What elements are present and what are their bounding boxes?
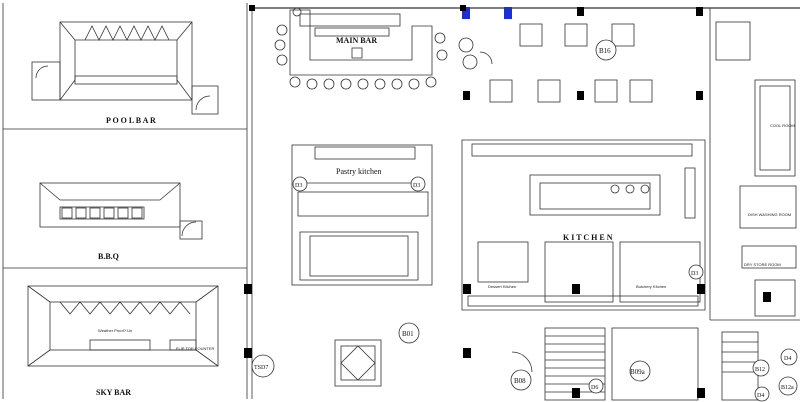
pastry-kitchen-outline: [291, 144, 433, 286]
dry-store-room-label: DRY STORE ROOM: [744, 262, 781, 267]
kitchen-outline: [461, 139, 706, 311]
pastry-kitchen-label: Pastry kitchen: [336, 167, 382, 176]
kitchen-label: K I T C H E N: [563, 233, 613, 242]
blue-window-markers: [462, 7, 512, 19]
tag-tsd7: TSD7: [254, 365, 268, 371]
bbq-drawing: [39, 182, 203, 240]
main-bar-label: MAIN BAR: [336, 36, 377, 45]
weather-proof-label: Weather Proof? Un: [98, 328, 132, 333]
flip-top-counter-label: FLIP TOP COUNTER: [176, 346, 214, 351]
sky-bar-drawing: [27, 285, 219, 367]
left-panel-dividers: [2, 3, 248, 399]
pool-bar-label: P O O L B A R: [106, 116, 156, 125]
butchery-kitchen-label: Butchery Kitchen: [636, 284, 666, 289]
tag-d4-top: D4: [784, 356, 791, 362]
tag-d3-left: D3: [295, 183, 302, 189]
planter: [334, 339, 382, 387]
tag-circles: [251, 39, 798, 402]
tag-b01: B01: [402, 330, 414, 338]
tag-b09a: B09a: [630, 368, 646, 376]
sky-bar-label: SKY BAR: [96, 388, 131, 397]
structural-columns: [244, 5, 771, 398]
tag-b12a: B12a: [781, 385, 794, 391]
cool-room-label: COOL ROOM: [770, 123, 795, 128]
tag-b12: B12: [755, 367, 765, 373]
bbq-label: B.B.Q: [98, 252, 119, 261]
tag-d6: D6: [591, 385, 598, 391]
right-rooms: [709, 8, 800, 321]
tag-b16: B16: [599, 47, 611, 55]
pool-bar-drawing: [31, 21, 219, 115]
dish-washing-room-label: DISH WASHING ROOM: [748, 212, 791, 217]
dining-tables: [458, 23, 653, 103]
tag-d3-right: D3: [413, 183, 420, 189]
tag-b08: B08: [514, 377, 526, 385]
main-bar-stools: [274, 7, 448, 90]
main-bar-counter: [289, 9, 433, 76]
tag-d4-bottom: D4: [757, 393, 764, 399]
dessert-kitchen-label: Dessert Kitchen: [488, 284, 516, 289]
tag-d3-kitchen: D3: [691, 271, 698, 277]
